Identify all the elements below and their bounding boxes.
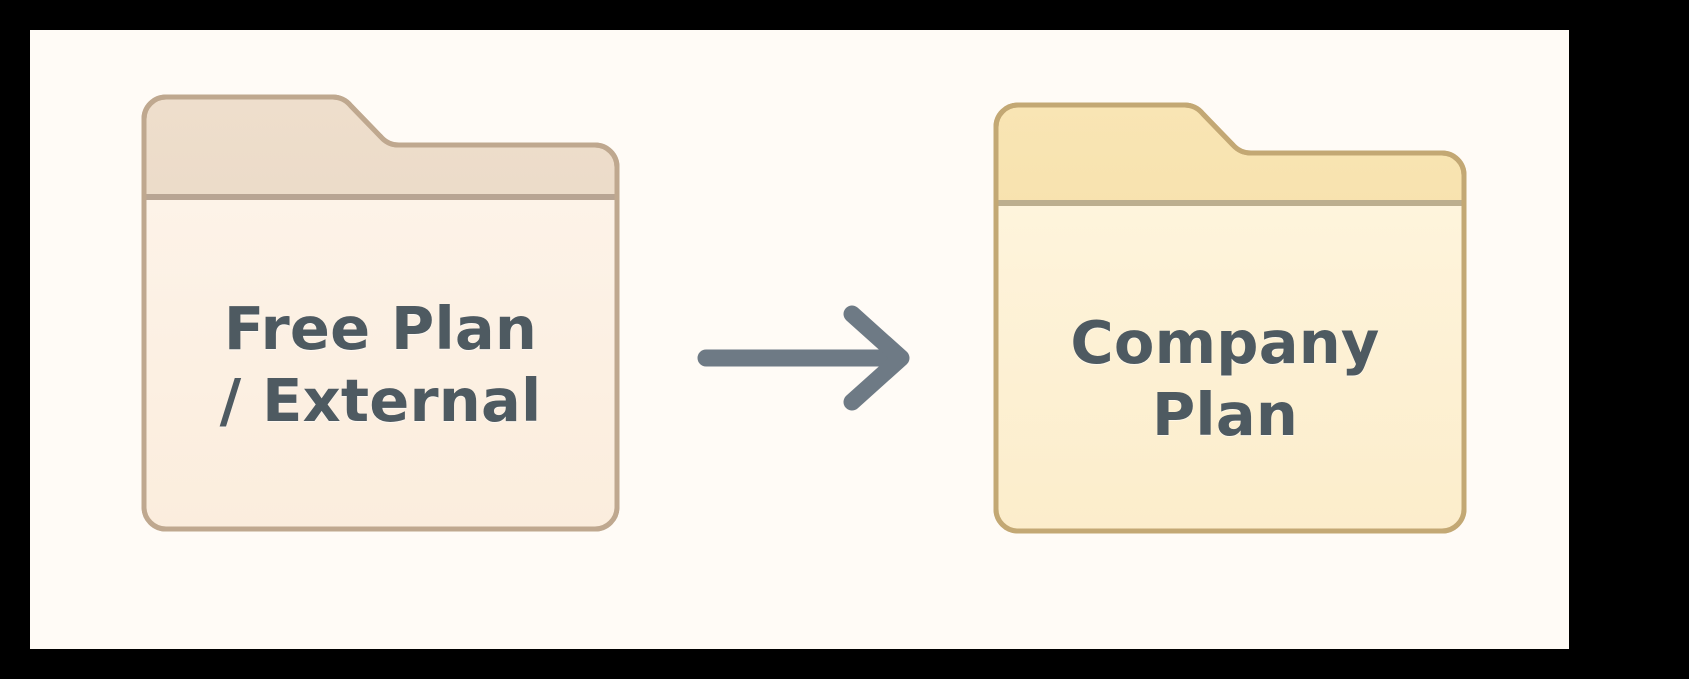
diagram-canvas: Free Plan / External (30, 30, 1569, 649)
folder-node-source[interactable]: Free Plan / External (118, 75, 643, 545)
migration-arrow (670, 280, 910, 411)
arrow-right-icon (697, 305, 910, 411)
folder-icon (993, 102, 1467, 534)
folder-icon (141, 94, 620, 532)
folder-node-target[interactable]: Company Plan (970, 85, 1480, 545)
